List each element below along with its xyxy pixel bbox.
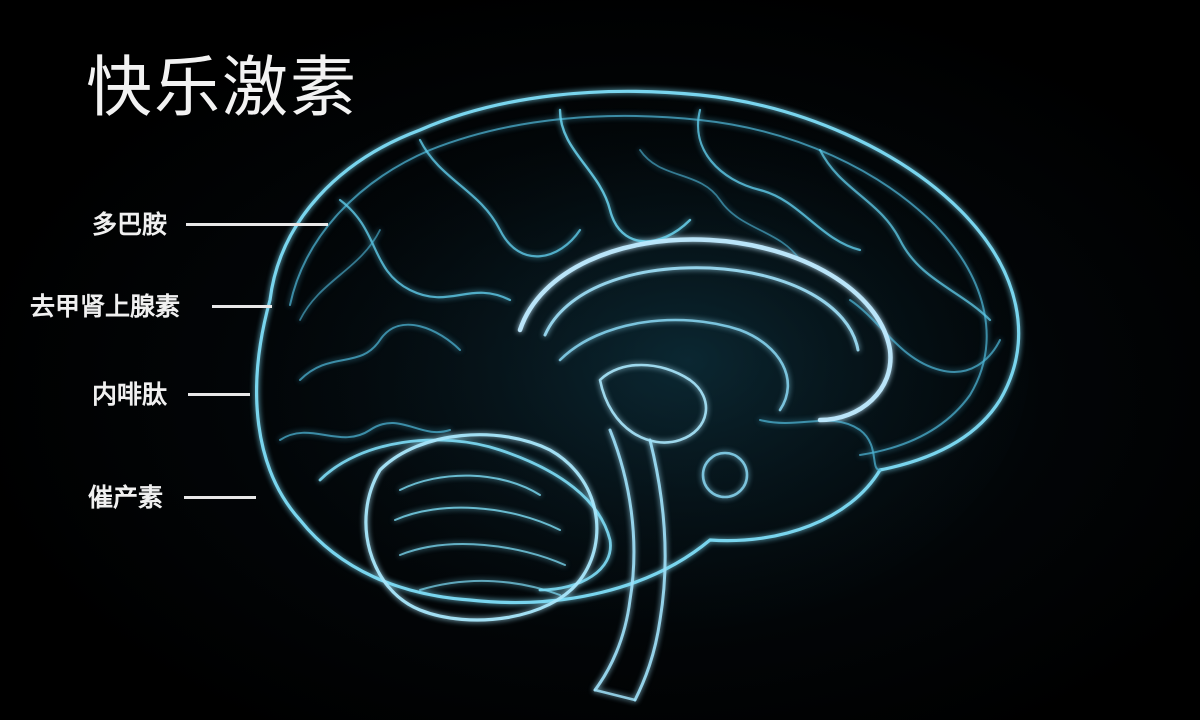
corpus-callosum-inner — [543, 266, 860, 352]
cerebellum-folia — [394, 506, 561, 531]
leader-line-oxytocin — [184, 496, 256, 499]
cerebellum-folia — [419, 579, 561, 596]
temporal-lobe — [318, 438, 612, 592]
brain-glow — [270, 90, 1030, 630]
leader-line-dopamine — [186, 223, 328, 226]
cerebrum-outline-inner — [289, 115, 988, 456]
page-title: 快乐激素 — [86, 49, 358, 126]
thalamus — [598, 363, 708, 444]
gyrus — [818, 148, 992, 322]
label-dopamine: 多巴胺 — [92, 210, 168, 239]
gyrus — [418, 138, 582, 258]
fornix — [558, 318, 790, 412]
gyrus — [558, 108, 692, 243]
cerebellum-folia — [399, 474, 541, 496]
corpus-callosum — [517, 237, 893, 423]
gyrus — [338, 198, 512, 302]
gyrus — [849, 299, 1001, 373]
brain-stem — [593, 428, 636, 692]
gyrus — [697, 108, 862, 252]
brain-stem — [633, 438, 667, 702]
label-norepinephrine: 去甲肾上腺素 — [30, 292, 181, 321]
label-endorphin: 内啡肽 — [92, 380, 168, 409]
cerebrum-outline — [255, 89, 1021, 605]
gyrus — [639, 149, 801, 261]
leader-line-endorphin — [188, 393, 250, 396]
leader-line-norepinephrine — [212, 305, 272, 308]
gyrus — [759, 419, 881, 471]
gyrus — [299, 323, 461, 381]
label-oxytocin: 催产素 — [88, 483, 164, 512]
brain-stem-base — [593, 688, 637, 702]
cerebellum-folia — [399, 543, 566, 566]
cerebellum — [364, 433, 599, 622]
pons — [701, 451, 749, 499]
gyrus — [279, 421, 451, 441]
gyrus — [299, 229, 381, 321]
